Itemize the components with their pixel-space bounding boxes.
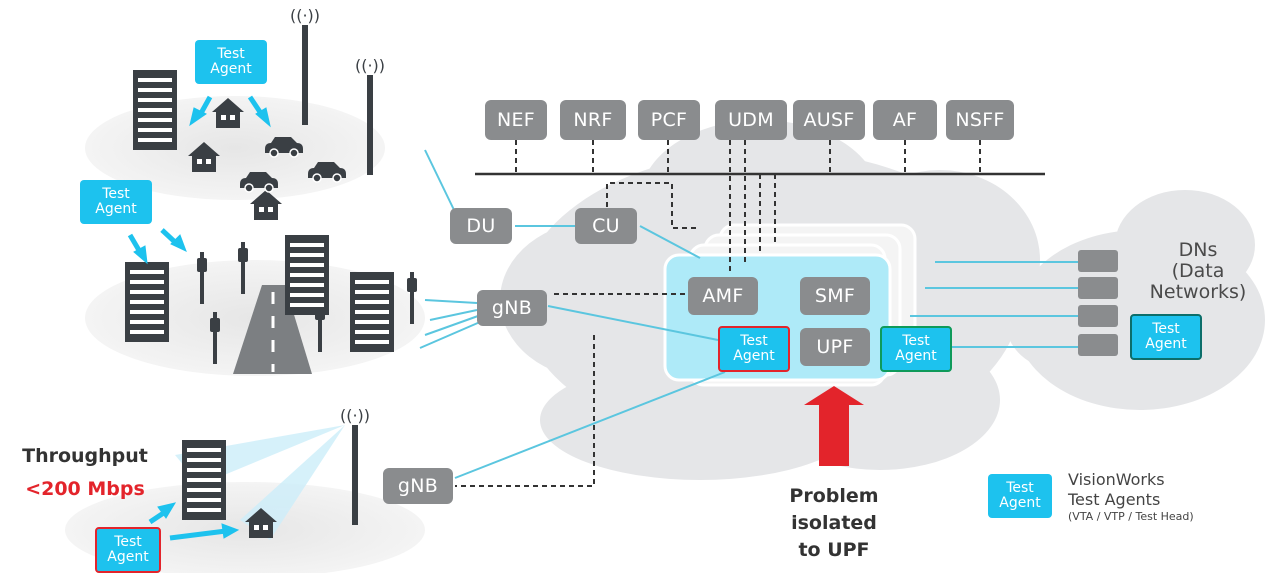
du-node: DU [450, 208, 512, 244]
dn-label-line1: DNs [1178, 239, 1218, 261]
amf-label: AMF [702, 285, 744, 307]
test-agent-line2: Agent [210, 61, 252, 77]
problem-line3: to UPF [798, 539, 870, 561]
nrf-node: NRF [560, 100, 626, 140]
dn-server [1078, 305, 1118, 327]
test-agent-suburb: Test Agent [95, 527, 161, 573]
du-label: DU [466, 215, 496, 237]
test-agent-dn: Test Agent [1130, 314, 1202, 360]
nef-node: NEF [485, 100, 547, 140]
smf-node: SMF [800, 277, 870, 315]
upf-label: UPF [816, 336, 854, 358]
pcf-node: PCF [638, 100, 700, 140]
legend-test-agent-swatch: Test Agent [988, 474, 1052, 518]
smf-label: SMF [814, 285, 856, 307]
problem-statement: Problem isolated to UPF [759, 483, 909, 564]
upf-node: UPF [800, 328, 870, 366]
nef-label: NEF [496, 109, 536, 131]
ausf-node: AUSF [793, 100, 865, 140]
amf-node: AMF [688, 277, 758, 315]
nsff-node: NSFF [946, 100, 1014, 140]
test-agent-line1: Test [217, 46, 245, 62]
pcf-label: PCF [650, 109, 688, 131]
test-agent-line2: Agent [95, 201, 137, 217]
legend: VisionWorks Test Agents (VTA / VTP / Tes… [1068, 470, 1194, 523]
dn-server [1078, 250, 1118, 272]
test-agent-core-ran-side: Test Agent [718, 326, 790, 372]
gnb-middle-node: gNB [477, 290, 547, 326]
test-agent-line1: Test [740, 333, 768, 349]
ausf-label: AUSF [803, 109, 855, 131]
test-agent-line1: Test [1006, 480, 1034, 496]
test-agent-line1: Test [114, 534, 142, 550]
test-agent-line1: Test [902, 333, 930, 349]
building-icon [133, 70, 177, 150]
legend-subtitle: (VTA / VTP / Test Head) [1068, 510, 1194, 523]
transport-links [419, 149, 1078, 479]
dn-label: DNs (Data Networks) [1128, 240, 1268, 303]
problem-line1: Problem [789, 485, 879, 507]
gnb-bottom-node: gNB [383, 468, 453, 504]
test-agent-line1: Test [102, 186, 130, 202]
test-agent-urban: Test Agent [195, 40, 267, 84]
building-icon [285, 235, 329, 315]
cu-node: CU [575, 208, 637, 244]
throughput-label: Throughput [22, 445, 148, 467]
test-agent-line1: Test [1152, 321, 1180, 337]
test-agent-city: Test Agent [80, 180, 152, 224]
building-icon [350, 272, 394, 352]
dn-label-line3: Networks) [1149, 281, 1247, 303]
af-label: AF [892, 109, 918, 131]
dn-server [1078, 334, 1118, 356]
nsff-label: NSFF [955, 109, 1005, 131]
agent-arrows [127, 95, 271, 541]
throughput-value: <200 Mbps [25, 478, 145, 500]
test-agent-line2: Agent [895, 348, 937, 364]
building-icon [182, 440, 226, 520]
gnb-bottom-label: gNB [397, 475, 439, 497]
legend-title-line2: Test Agents [1068, 490, 1161, 509]
test-agent-line2: Agent [107, 549, 149, 565]
nrf-label: NRF [573, 109, 613, 131]
problem-arrow [804, 386, 864, 466]
test-agent-line2: Agent [733, 348, 775, 364]
gnb-middle-label: gNB [491, 297, 533, 319]
dn-server [1078, 277, 1118, 299]
problem-line2: isolated [791, 512, 877, 534]
bus-dashed-links [455, 140, 981, 487]
road [233, 285, 312, 374]
test-agent-line2: Agent [999, 495, 1041, 511]
legend-title-line1: VisionWorks [1068, 470, 1165, 489]
udm-label: UDM [728, 109, 774, 131]
test-agent-line2: Agent [1145, 336, 1187, 352]
test-agent-core-dn-side: Test Agent [880, 326, 952, 372]
af-node: AF [873, 100, 937, 140]
building-icon [125, 262, 169, 342]
udm-node: UDM [715, 100, 787, 140]
dn-label-line2: (Data [1171, 260, 1225, 282]
cu-label: CU [592, 215, 620, 237]
